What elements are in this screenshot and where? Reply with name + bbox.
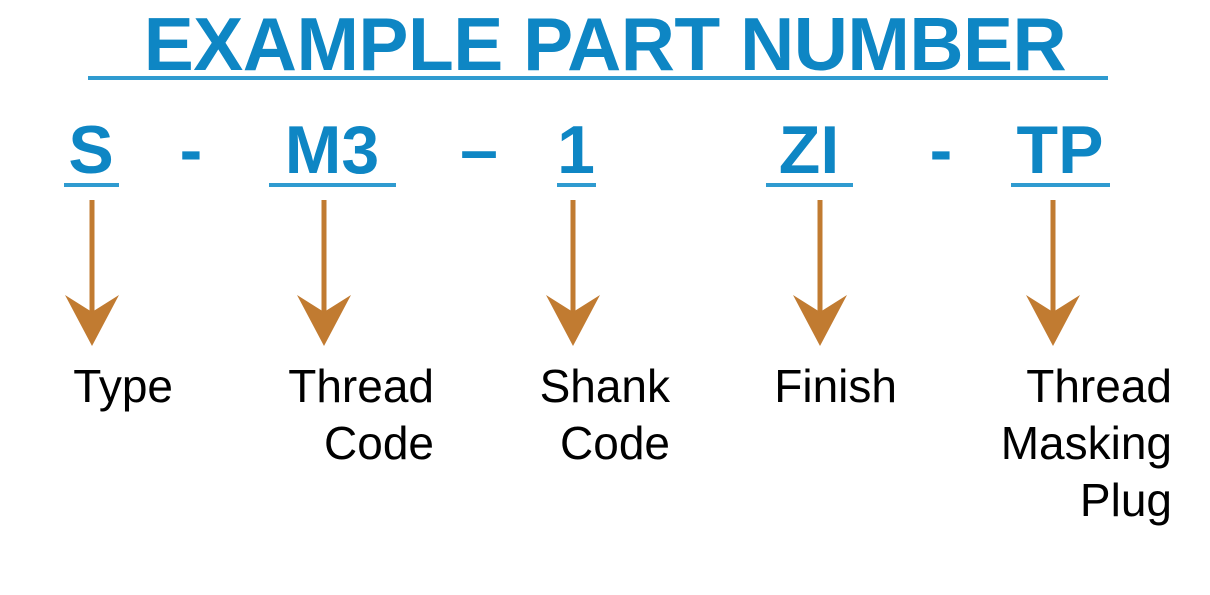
arrow-down-icon: [292, 200, 356, 346]
part-number-row: S - M3 – 1 ZI - TP: [0, 112, 1210, 192]
part-number-separator-1: -: [179, 112, 203, 188]
part-number-segment-shank-code: 1: [557, 112, 595, 188]
page-title-underline: [88, 76, 1108, 80]
part-field-label-line: Code: [324, 417, 434, 469]
part-field-label-line: Thread: [1026, 360, 1172, 412]
arrow-down-icon: [541, 200, 605, 346]
part-number-segment-thread-masking-plug: TP: [1016, 112, 1104, 188]
part-number-segment-underline-thread-masking-plug: [1011, 183, 1110, 187]
arrow-down-icon: [1021, 200, 1085, 346]
part-field-label-type: Type: [0, 358, 173, 415]
arrow-down-icon: [788, 200, 852, 346]
page-title-text: EXAMPLE PART NUMBER: [143, 2, 1067, 86]
arrow-down-icon: [60, 200, 124, 346]
part-field-label-line: Plug: [1079, 474, 1172, 526]
part-field-label-line: Code: [560, 417, 670, 469]
arrow-down-glyph: [297, 200, 351, 346]
part-field-label-line: Masking: [1000, 417, 1172, 469]
arrow-down-glyph: [546, 200, 600, 346]
part-number-separator-3: -: [929, 112, 953, 188]
part-number-segment-underline-thread-code: [269, 183, 396, 187]
part-number-segment-finish: ZI: [778, 112, 840, 188]
part-number-segment-underline-type: [64, 183, 119, 187]
page-title: EXAMPLE PART NUMBER: [0, 4, 1210, 84]
part-field-label-line: Finish: [774, 360, 897, 412]
arrow-down-glyph: [65, 200, 119, 346]
part-number-segment-underline-finish: [766, 183, 853, 187]
part-number-segment-underline-shank-code: [557, 183, 596, 187]
part-number-segment-thread-code: M3: [284, 112, 380, 188]
part-number-segment-type: S: [68, 112, 114, 188]
part-field-label-finish: Finish: [0, 358, 897, 415]
arrow-down-glyph: [1026, 200, 1080, 346]
part-field-label-line: Type: [73, 360, 173, 412]
part-field-label-line: Thread: [288, 360, 434, 412]
part-field-label-line: Shank: [539, 360, 670, 412]
part-number-separator-2: –: [460, 112, 498, 188]
arrow-down-glyph: [793, 200, 847, 346]
